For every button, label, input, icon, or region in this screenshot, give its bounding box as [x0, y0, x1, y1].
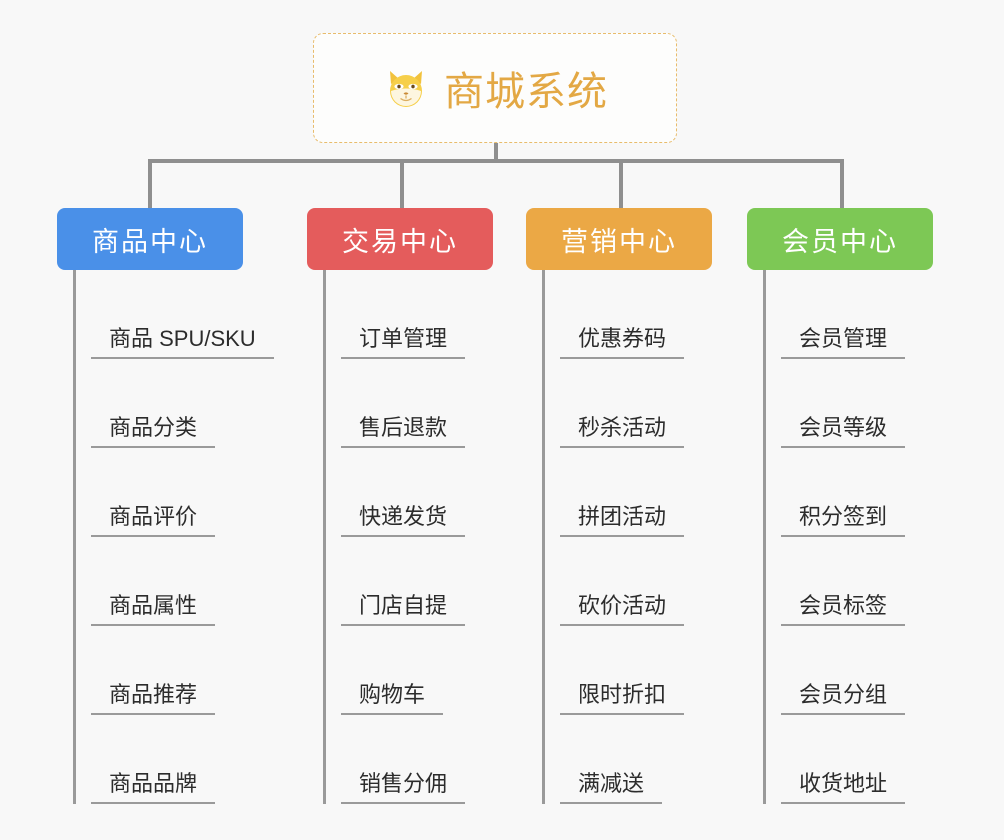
category-label: 会员中心 — [782, 226, 898, 257]
root-title: 商城系统 — [444, 70, 608, 114]
list-item[interactable]: 售后退款 — [323, 359, 466, 448]
category-label: 营销中心 — [561, 226, 677, 257]
leaf-label: 售后退款 — [341, 415, 466, 448]
shiba-inu-dog-face-icon — [382, 64, 430, 112]
list-item[interactable]: 收货地址 — [763, 715, 906, 804]
leaf-label: 会员分组 — [781, 682, 906, 715]
category-marketing-center[interactable]: 营销中心 — [526, 208, 712, 270]
list-item[interactable]: 快递发货 — [323, 448, 466, 537]
list-item[interactable]: 会员管理 — [763, 270, 906, 359]
list-item[interactable]: 订单管理 — [323, 270, 466, 359]
branch-spine — [763, 270, 766, 804]
branch-spine — [323, 270, 326, 804]
category-label: 交易中心 — [342, 226, 458, 257]
list-item[interactable]: 商品评价 — [73, 448, 274, 537]
branch-marketing-center: 优惠券码 秒杀活动 拼团活动 砍价活动 限时折扣 满减送 — [542, 270, 685, 804]
list-item[interactable]: 商品品牌 — [73, 715, 274, 804]
connector-drop-1 — [148, 159, 152, 209]
list-item[interactable]: 会员分组 — [763, 626, 906, 715]
root-node[interactable]: 商城系统 — [313, 33, 677, 143]
branch-trade-center: 订单管理 售后退款 快递发货 门店自提 购物车 销售分佣 — [323, 270, 466, 804]
list-item[interactable]: 销售分佣 — [323, 715, 466, 804]
connector-drop-3 — [619, 159, 623, 209]
leaf-label: 秒杀活动 — [560, 415, 685, 448]
list-item[interactable]: 拼团活动 — [542, 448, 685, 537]
branch-spine — [542, 270, 545, 804]
list-item[interactable]: 商品 SPU/SKU — [73, 270, 274, 359]
leaf-label: 会员标签 — [781, 593, 906, 626]
leaf-label: 商品推荐 — [91, 682, 216, 715]
leaf-label: 商品评价 — [91, 504, 216, 537]
list-item[interactable]: 砍价活动 — [542, 537, 685, 626]
list-item[interactable]: 商品推荐 — [73, 626, 274, 715]
connector-drop-4 — [840, 159, 844, 209]
connector-bus — [148, 159, 844, 163]
connector-drop-2 — [400, 159, 404, 209]
list-item[interactable]: 积分签到 — [763, 448, 906, 537]
leaf-label: 会员管理 — [781, 326, 906, 359]
leaf-label: 商品品牌 — [91, 771, 216, 804]
leaf-label: 商品属性 — [91, 593, 216, 626]
list-item[interactable]: 满减送 — [542, 715, 684, 804]
leaf-label: 门店自提 — [341, 593, 466, 626]
list-item[interactable]: 商品分类 — [73, 359, 274, 448]
branch-member-center: 会员管理 会员等级 积分签到 会员标签 会员分组 收货地址 — [763, 270, 906, 804]
leaf-label: 快递发货 — [341, 504, 466, 537]
list-item[interactable]: 购物车 — [323, 626, 465, 715]
category-member-center[interactable]: 会员中心 — [747, 208, 933, 270]
list-item[interactable]: 会员标签 — [763, 537, 906, 626]
category-product-center[interactable]: 商品中心 — [57, 208, 243, 270]
leaf-label: 优惠券码 — [560, 326, 685, 359]
leaf-label: 商品 SPU/SKU — [91, 326, 274, 359]
branch-spine — [73, 270, 76, 804]
list-item[interactable]: 优惠券码 — [542, 270, 685, 359]
list-item[interactable]: 商品属性 — [73, 537, 274, 626]
list-item[interactable]: 会员等级 — [763, 359, 906, 448]
leaf-label: 限时折扣 — [560, 682, 685, 715]
leaf-label: 销售分佣 — [341, 771, 466, 804]
leaf-label: 商品分类 — [91, 415, 216, 448]
leaf-label: 订单管理 — [341, 326, 466, 359]
leaf-label: 砍价活动 — [560, 593, 685, 626]
list-item[interactable]: 秒杀活动 — [542, 359, 685, 448]
leaf-label: 积分签到 — [781, 504, 906, 537]
leaf-label: 购物车 — [341, 682, 444, 715]
list-item[interactable]: 门店自提 — [323, 537, 466, 626]
leaf-label: 会员等级 — [781, 415, 906, 448]
category-trade-center[interactable]: 交易中心 — [307, 208, 493, 270]
list-item[interactable]: 限时折扣 — [542, 626, 685, 715]
category-label: 商品中心 — [92, 226, 208, 257]
leaf-label: 收货地址 — [781, 771, 906, 804]
connector-root-stem — [494, 143, 498, 161]
branch-product-center: 商品 SPU/SKU 商品分类 商品评价 商品属性 商品推荐 商品品牌 — [73, 270, 274, 804]
leaf-label: 拼团活动 — [560, 504, 685, 537]
leaf-label: 满减送 — [560, 771, 663, 804]
